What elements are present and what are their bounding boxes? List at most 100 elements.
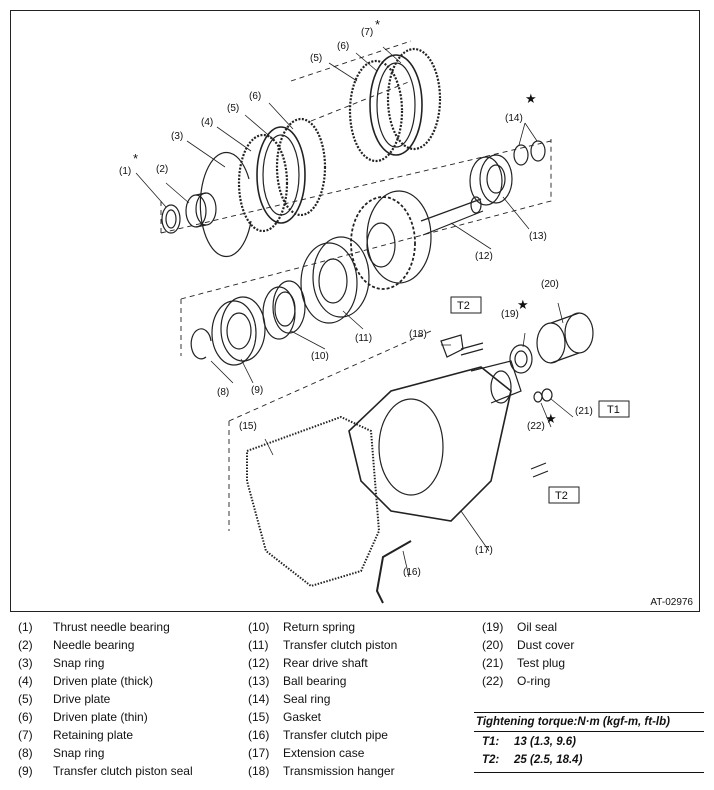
torque-row-t2: T2: 25 (2.5, 18.4) <box>474 750 704 773</box>
callout-12: (12) <box>475 251 493 262</box>
guide-line-plates <box>290 40 412 122</box>
return-spring <box>262 280 306 340</box>
legend-num: (5) <box>18 692 33 706</box>
legend-item: (7) Retaining plate <box>18 728 193 746</box>
dust-cover <box>536 312 594 364</box>
needle-bearing <box>185 192 217 228</box>
transfer-clutch-piston <box>300 236 370 324</box>
legend-name: Snap ring <box>53 746 105 760</box>
thrust-needle-bearing <box>161 204 181 234</box>
torque-box-t2-upper: T2 <box>450 296 482 314</box>
callout-6a: (6) <box>249 91 261 102</box>
callout-3: (3) <box>171 131 183 142</box>
legend-num: (2) <box>18 638 33 652</box>
torque-box-t1: T1 <box>598 400 630 418</box>
star-icon: ★ <box>517 297 529 312</box>
legend-name: Thrust needle bearing <box>53 620 170 634</box>
legend-column-2: (10)Return spring (11)Transfer clutch pi… <box>248 620 397 782</box>
rear-drive-shaft <box>350 190 484 290</box>
legend-name: Return spring <box>283 620 356 634</box>
extension-case <box>348 360 522 522</box>
legend-item: (20) Dust cover <box>482 638 574 656</box>
seal-rings <box>513 140 546 166</box>
parts-legend: (1)Thrust needle bearing (2)Needle beari… <box>0 620 714 790</box>
legend-num: (19) <box>482 620 504 634</box>
legend-num: (20) <box>482 638 504 652</box>
legend-name: Dust cover <box>517 638 575 652</box>
legend-name: Extension case <box>283 746 365 760</box>
callout-6b: (6) <box>337 41 349 52</box>
legend-item: (18) Transmission hanger <box>248 764 397 782</box>
legend-num: (7) <box>18 728 33 742</box>
callout-7: (7) <box>361 27 373 38</box>
legend-name: Driven plate (thin) <box>53 710 148 724</box>
legend-name: Transmission hanger <box>283 764 395 778</box>
legend-num: (21) <box>482 656 504 670</box>
legend-item: (19) Oil seal <box>482 620 574 638</box>
legend-num: (17) <box>248 746 270 760</box>
legend-item: (6)Driven plate (thin) <box>18 710 193 728</box>
exploded-view-drawing: (1) (2) (3) (4) (5) (6) (5) (6) (7) (14)… <box>119 17 630 604</box>
callout-4: (4) <box>201 117 213 128</box>
transfer-clutch-pipe <box>375 540 412 604</box>
legend-name: O-ring <box>517 674 551 688</box>
legend-num: (1) <box>18 620 33 634</box>
legend-num: (14) <box>248 692 270 706</box>
legend-num: (22) <box>482 674 504 688</box>
callout-13: (13) <box>529 231 547 242</box>
legend-name: Snap ring <box>53 656 105 670</box>
legend-item: (15)Gasket <box>248 710 397 728</box>
legend-name: Transfer clutch pipe <box>283 728 388 742</box>
callout-17: (17) <box>475 545 493 556</box>
star-icon: ★ <box>545 411 557 426</box>
transmission-hanger <box>440 334 464 358</box>
svg-text:T1: T1 <box>607 404 620 416</box>
legend-item: (17) Extension case <box>248 746 397 764</box>
legend-item: (10) Return spring <box>248 620 397 638</box>
callout-14: (14) <box>505 113 523 124</box>
legend-num: (16) <box>248 728 270 742</box>
torque-box-t2-lower: T2 <box>548 486 580 504</box>
callout-5a: (5) <box>227 103 239 114</box>
legend-item: (21) Test plug <box>482 656 574 674</box>
callout-2: (2) <box>156 164 168 175</box>
callout-11: (11) <box>355 333 372 344</box>
legend-name: Ball bearing <box>283 674 347 688</box>
legend-item: (4)Driven plate (thick) <box>18 674 193 692</box>
legend-name: Retaining plate <box>53 728 134 742</box>
legend-item: (9)Transfer clutch piston seal <box>18 764 193 782</box>
legend-num: (18) <box>248 764 270 778</box>
torque-value: 25 (2.5, 18.4) <box>514 754 583 766</box>
legend-name: Oil seal <box>517 620 558 634</box>
legend-num: (12) <box>248 656 270 670</box>
legend-num: (9) <box>18 764 33 778</box>
callout-10: (10) <box>311 351 329 362</box>
legend-item: (3) Snap ring <box>18 656 193 674</box>
guide-line-middle <box>180 139 552 300</box>
torque-key: T2: <box>482 754 500 766</box>
callout-8: (8) <box>217 387 229 398</box>
asterisk-icon: * <box>133 151 138 166</box>
legend-name: Rear drive shaft <box>283 656 368 670</box>
legend-name: Driven plate (thick) <box>53 674 154 688</box>
torque-header: Tightening torque:N·m (kgf-m, ft-lb) <box>474 712 704 732</box>
legend-num: (13) <box>248 674 270 688</box>
legend-num: (3) <box>18 656 33 670</box>
clutch-plate-stack-rear <box>348 47 442 163</box>
ball-bearing <box>469 154 513 206</box>
clutch-plate-stack-front <box>237 117 327 233</box>
star-icon: ★ <box>525 91 537 106</box>
callout-19: (19) <box>501 309 519 320</box>
legend-name: Transfer clutch piston <box>283 638 398 652</box>
gasket <box>246 415 381 588</box>
legend-item: (14)Seal ring <box>248 692 397 710</box>
diagram-frame: (1) (2) (3) (4) (5) (6) (5) (6) (7) (14)… <box>10 10 700 612</box>
torque-value: 13 (1.3, 9.6) <box>514 736 577 748</box>
hanger-bolt <box>460 342 484 356</box>
legend-num: (15) <box>248 710 270 724</box>
legend-name: Test plug <box>517 656 566 670</box>
legend-num: (10) <box>248 620 270 634</box>
callout-18: (18) <box>409 329 427 340</box>
legend-name: Drive plate <box>53 692 111 706</box>
guide-line-upper <box>160 140 552 234</box>
